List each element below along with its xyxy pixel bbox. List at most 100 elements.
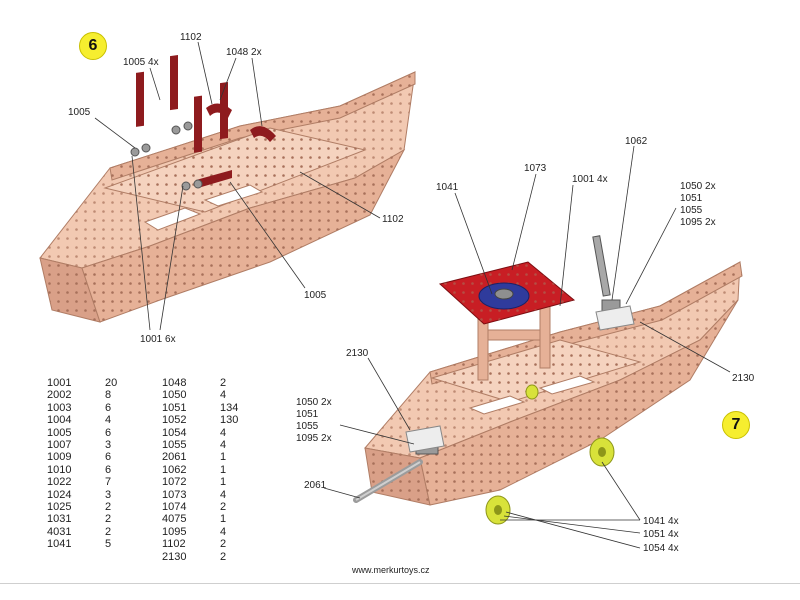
part-number: 1003 [47,401,72,414]
callout-1073: 1073 [524,163,547,174]
step-6-badge: 6 [79,32,107,60]
callout-1062: 1062 [625,136,648,147]
callout-1048-2x: 1048 2x [226,47,262,58]
part-quantity: 7 [105,476,112,489]
step6-callouts: 1005 4x 1102 1048 2x 1005 1102 1005 1001… [68,32,404,345]
callout-1005: 1005 [304,290,327,301]
callout-1001-4x: 1001 4x [572,174,608,185]
parts-list-row: 2002 8 [47,389,145,401]
part-quantity: 6 [105,463,112,476]
part-quantity: 6 [105,426,112,439]
part-quantity: 1 [220,476,227,489]
part-number: 1041 [47,538,72,551]
callout-2130: 2130 [346,348,369,359]
part-quantity: 20 [105,377,118,389]
part-quantity: 1 [220,513,227,526]
part-number: 4075 [162,513,187,526]
part-quantity: 1 [220,451,227,464]
parts-list-row: 1051 134 [162,402,260,414]
part-number: 1005 [47,426,72,439]
part-number: 1102 [162,538,186,551]
part-quantity: 4 [220,389,227,402]
part-number: 1072 [162,476,187,489]
parts-list-row: 1004 4 [47,414,145,426]
callout-1095-2x: 1095 2x [296,433,332,444]
part-quantity: 8 [105,389,112,402]
part-number: 1052 [162,414,187,427]
parts-list-row: 1041 5 [47,538,145,550]
parts-list-row: 1102 2 [162,538,260,550]
callout-1041-4x: 1041 4x [643,516,679,527]
part-number: 1025 [47,501,72,514]
parts-list-row: 1052 130 [162,414,260,426]
callout-1055: 1055 [296,421,319,432]
callout-1005-4x: 1005 4x [123,57,159,68]
callout-2061: 2061 [304,480,327,491]
parts-list-row: 4075 1 [162,513,260,525]
parts-list-row: 1010 6 [47,464,145,476]
bottom-divider [0,583,800,584]
callout-1050-2x: 1050 2x [296,397,332,408]
part-number: 1051 [162,401,187,414]
callout-1051-4x: 1051 4x [643,529,679,540]
step7-hull [353,235,743,525]
leader-lines [94,41,731,549]
part-quantity: 4 [220,488,227,501]
part-quantity: 4 [220,525,227,538]
part-quantity: 2 [220,377,227,389]
part-number: 2130 [162,550,187,563]
part-number: 2061 [162,451,187,464]
part-number: 1055 [162,439,187,452]
parts-list-row: 1072 1 [162,476,260,488]
footer-url: www.merkurtoys.cz [352,565,430,575]
part-quantity: 4 [220,426,227,439]
step-7-badge: 7 [722,411,750,439]
part-quantity: 4 [220,439,227,452]
part-quantity: 2 [105,501,112,514]
part-number: 1009 [47,451,72,464]
part-quantity: 2 [220,501,227,514]
parts-list-row: 1005 6 [47,427,145,439]
part-number: 1074 [162,501,187,514]
callout-1041: 1041 [436,182,459,193]
callout-2130: 2130 [732,373,755,384]
callout-1102: 1102 [382,214,404,225]
callout-1005: 1005 [68,107,91,118]
part-quantity: 2 [105,513,112,526]
part-number: 1007 [47,439,72,452]
part-quantity: 4 [105,414,112,427]
part-number: 1062 [162,463,187,476]
part-quantity: 130 [220,414,239,427]
part-quantity: 2 [220,550,227,563]
parts-list-row: 1095 4 [162,526,260,538]
parts-list-row: 1050 4 [162,389,260,401]
part-number: 2002 [47,389,72,402]
callout-1050-2x: 1050 2x [680,181,716,192]
part-quantity: 2 [105,525,112,538]
part-number: 1004 [47,414,72,427]
part-number: 1010 [47,463,72,476]
part-quantity: 2 [220,538,227,551]
callout-1055: 1055 [680,205,703,216]
part-number: 1050 [162,389,187,402]
part-quantity: 6 [105,401,112,414]
part-number: 1048 [162,377,187,389]
parts-list-row: 1022 7 [47,476,145,488]
callout-1051: 1051 [680,193,703,204]
part-quantity: 134 [220,401,239,414]
part-number: 1022 [47,476,72,489]
part-quantity: 5 [105,538,112,551]
part-number: 1095 [162,525,187,538]
part-quantity: 1 [220,463,227,476]
step6-hull [39,54,416,323]
parts-list-row: 1025 2 [47,501,145,513]
